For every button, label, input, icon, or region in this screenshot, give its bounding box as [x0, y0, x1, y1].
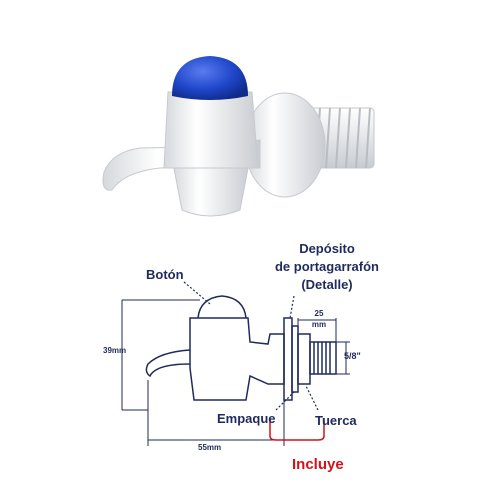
width-dimension: [147, 380, 285, 446]
drawing-spout: [145, 349, 191, 378]
drawing-flange: [283, 317, 293, 401]
label-deposito-line3: (Detalle): [301, 277, 352, 292]
drawing-button: [197, 295, 247, 319]
height-dimension: [121, 299, 200, 411]
label-empaque: Empaque: [217, 411, 276, 426]
leader-deposito: [289, 295, 295, 319]
leader-tuerca: [305, 385, 319, 411]
dimension-depth-text-unit: mm: [312, 320, 326, 329]
lower-body: [171, 157, 251, 217]
drawing-thread: [309, 341, 337, 375]
label-incluye: Incluye: [292, 456, 344, 473]
incluye-bracket: [269, 418, 325, 441]
blue-button: [172, 56, 248, 100]
label-deposito-line2: de portagarrafón: [275, 259, 379, 274]
label-deposito-line1: Depósito: [299, 241, 355, 256]
leader-lines: [183, 281, 319, 411]
dimension-width-text: 55mm: [198, 443, 221, 452]
dimension-height-text: 39mm: [103, 346, 126, 355]
faucet-photo: [102, 56, 375, 217]
label-tuerca: Tuerca: [315, 413, 357, 428]
technical-drawing: [121, 281, 350, 446]
drawing-body: [189, 317, 285, 401]
thread-dimension: [336, 341, 350, 375]
leader-empaque: [275, 391, 295, 411]
upper-body: [163, 91, 259, 169]
leader-boton: [183, 281, 211, 305]
label-boton: Botón: [146, 267, 184, 282]
drawing-nut: [297, 333, 311, 385]
depth-dimension: [297, 318, 337, 342]
dimension-depth-text-value: 25: [315, 309, 324, 318]
dimension-thread-text: 5/8": [344, 351, 361, 361]
